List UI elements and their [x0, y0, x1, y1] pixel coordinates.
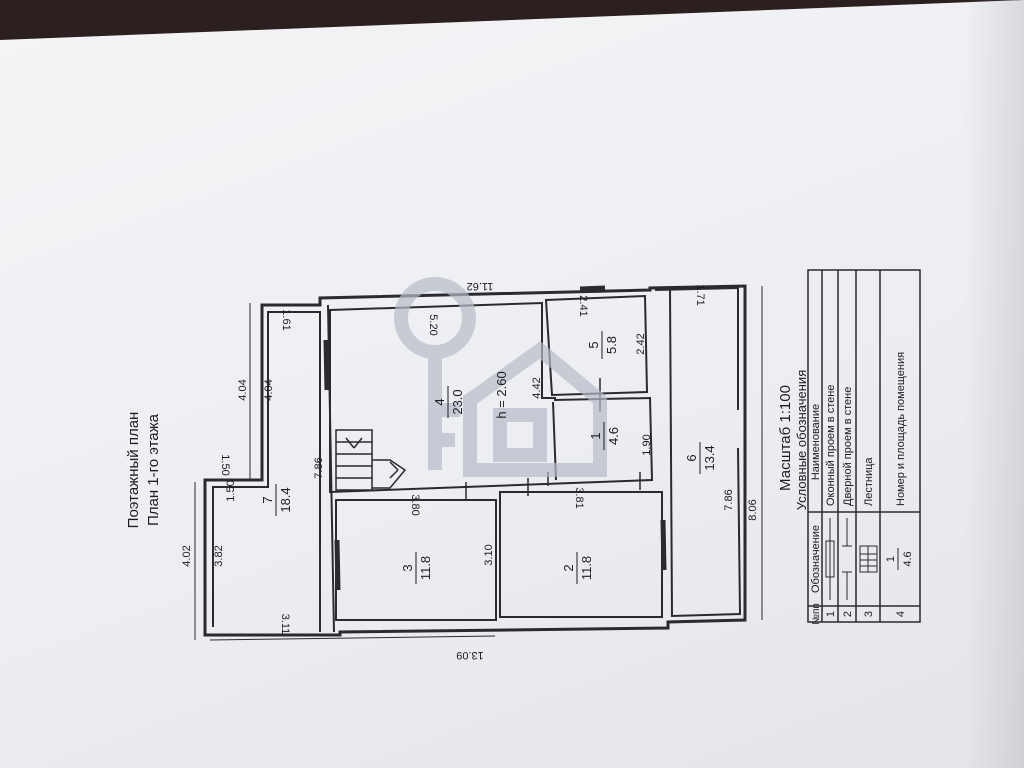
windows [323, 285, 667, 591]
height-label: h = 2.60 [494, 371, 509, 418]
dim-3-10: 3.10 [483, 544, 495, 565]
svg-text:18.4: 18.4 [278, 487, 293, 512]
legend-room-label: Номер и площадь помещения [895, 352, 907, 506]
dim-1-90: 1.90 [641, 434, 653, 455]
room-2-label: 2 11.8 [561, 552, 594, 584]
legend-header-num: №пп [811, 603, 822, 625]
dim-7-86b: 7.86 [723, 489, 735, 510]
legend-title: Условные обозначения [794, 370, 809, 510]
legend-window-label: Оконный проем в стене [825, 385, 837, 506]
dimension-lines [194, 286, 763, 641]
room-7-label: 7 18.4 [260, 484, 293, 516]
dim-11-62: 11.62 [467, 280, 494, 292]
svg-text:4.6: 4.6 [606, 427, 621, 445]
legend-door-label: Дверной проем в стене [842, 387, 854, 506]
dim-7-86a: 7.86 [313, 457, 325, 478]
dim-4-04a: 4.04 [237, 379, 249, 400]
room-6-label: 6 13.4 [684, 442, 717, 474]
key-house-watermark [394, 277, 607, 477]
dim-4-02: 4.02 [181, 545, 193, 566]
svg-text:7: 7 [260, 496, 275, 503]
window-symbol [825, 518, 835, 600]
door-symbol [842, 518, 852, 600]
dimension-labels: 4.02 3.82 3.11 1.50 1.50 4.04 4.04 1.61 … [181, 280, 759, 661]
room-3-label: 3 11.8 [400, 552, 433, 584]
room-labels: 7 18.4 3 11.8 2 11.8 4 23.0 1 4.6 5 5.8 [260, 331, 717, 584]
scale-label: Масштаб 1:100 [777, 385, 794, 491]
dim-4-42: 4.42 [531, 377, 543, 398]
dim-1-50a: 1.50 [219, 454, 231, 475]
room-4-wall [329, 301, 654, 494]
svg-text:23.0: 23.0 [450, 389, 465, 414]
svg-text:11.8: 11.8 [418, 556, 433, 580]
room-6-wall [654, 286, 739, 410]
room-6-wall-b [669, 289, 742, 618]
svg-text:1: 1 [825, 611, 837, 617]
room-5-label: 5 5.8 [586, 331, 619, 359]
room-7-wall [212, 311, 321, 632]
legend-header-name: Наименование [810, 404, 822, 480]
legend-room-area: 4.6 [902, 551, 914, 566]
svg-text:5.8: 5.8 [604, 336, 619, 354]
svg-text:11.8: 11.8 [579, 556, 594, 580]
svg-text:2: 2 [842, 611, 854, 617]
room-2-wall [499, 491, 663, 618]
svg-text:3: 3 [400, 564, 415, 571]
dim-1-61: 1.61 [280, 309, 292, 330]
dim-3-82: 3.82 [213, 545, 225, 566]
plan-title: Поэтажный план План 1-го этажа [125, 412, 162, 529]
dim-4-04b: 4.04 [263, 379, 275, 400]
svg-text:3: 3 [863, 611, 875, 617]
legend-stairs-label: Лестница [863, 457, 875, 506]
dim-2-42: 2.42 [635, 333, 647, 354]
dim-3-80: 3.80 [409, 494, 421, 515]
dim-13-09: 13.09 [456, 649, 484, 661]
svg-text:4: 4 [895, 611, 907, 617]
outer-wall [203, 284, 747, 637]
legend-table: №пп Обозначение Наименование 1 Оконный п… [807, 269, 921, 625]
svg-text:h = 2.60: h = 2.60 [494, 371, 509, 418]
room-1-label: 1 4.6 [588, 422, 621, 450]
legend-header-symbol: Обозначение [810, 525, 822, 593]
svg-text:5: 5 [586, 341, 601, 348]
svg-text:4: 4 [432, 398, 447, 405]
legend-room-num: 1 [885, 556, 897, 562]
svg-text:1: 1 [588, 432, 603, 439]
staircase [335, 429, 407, 491]
dim-5-20: 5.20 [427, 314, 439, 335]
dim-3-81: 3.81 [573, 487, 585, 508]
room-4-label: 4 23.0 [432, 386, 465, 418]
svg-text:2: 2 [561, 564, 576, 571]
dim-1-50b: 1.50 [225, 480, 237, 501]
dim-8-06: 8.06 [747, 499, 759, 520]
title-line1: Поэтажный план [125, 412, 142, 529]
dim-2-41: 2.41 [577, 295, 589, 316]
svg-text:6: 6 [684, 454, 699, 461]
stairs-symbol [859, 545, 878, 573]
sheet-shadow [964, 0, 1024, 768]
svg-text:13.4: 13.4 [702, 445, 717, 470]
title-line2: План 1-го этажа [145, 413, 162, 526]
dim-1-71: 1.71 [694, 284, 706, 305]
dim-3-11: 3.11 [279, 614, 291, 635]
